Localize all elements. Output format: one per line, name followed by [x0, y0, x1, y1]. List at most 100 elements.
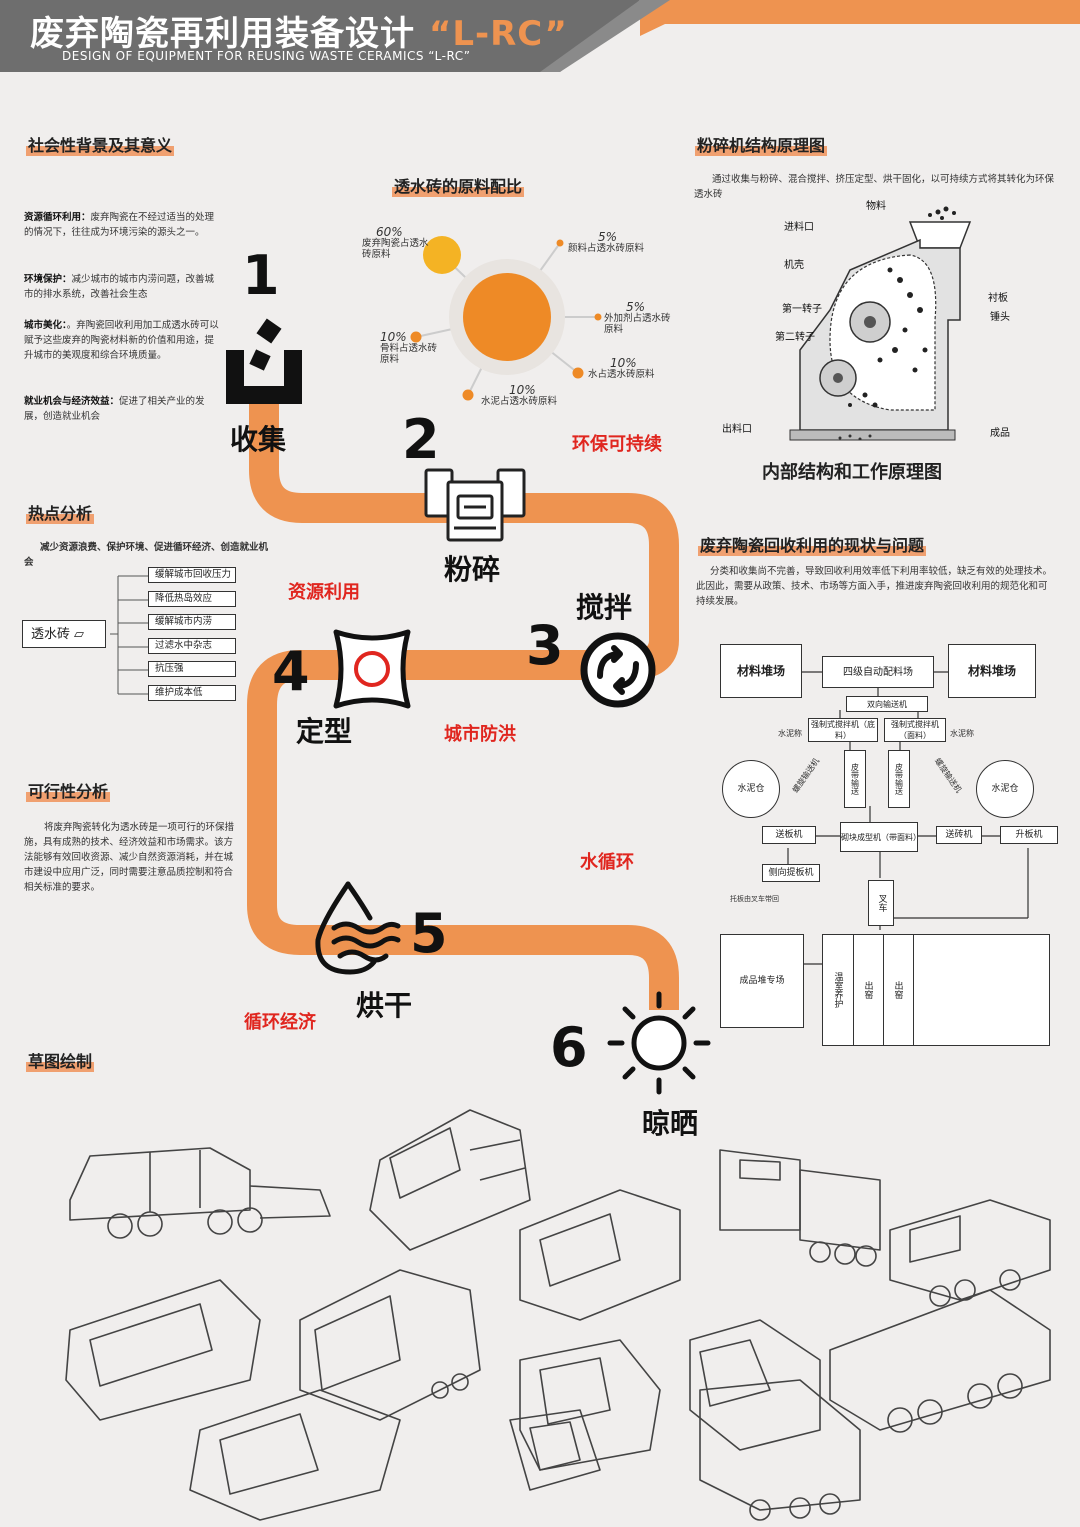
step-1-label: 收集	[230, 423, 287, 456]
flow-scale-left: 水泥称	[778, 729, 802, 738]
step-2-label: 粉碎	[444, 553, 501, 586]
step-1-number: 1	[242, 244, 280, 307]
header-banner	[0, 0, 1080, 72]
page-subtitle: DESIGN OF EQUIPMENT FOR REUSING WASTE CE…	[62, 49, 471, 63]
flow-belt-b: 皮带输送	[888, 750, 910, 808]
social-item-3: 城市美化：。弃陶瓷回收利用加工成透水砖可以赋予这些废弃的陶瓷材料新的价值和用途，…	[24, 320, 219, 361]
flow-belt-a: 皮带输送	[844, 750, 866, 808]
sketch-box-7	[189, 1389, 401, 1521]
sketch-title: 草图绘制	[26, 1048, 95, 1072]
flow-lifter: 升板机	[1000, 826, 1058, 844]
crusher-label-rotor2: 第二转子	[775, 332, 815, 343]
ratio-diagram	[410, 236, 602, 401]
sketch-box-5	[519, 1339, 661, 1471]
crusher-machine-icon	[424, 468, 526, 542]
ratio-ceramic-dot	[423, 236, 461, 274]
page-title-code: “L-RC”	[429, 14, 568, 54]
hotspot-item-4: 过滤水中杂志	[148, 638, 236, 654]
crusher-diagram	[789, 206, 972, 441]
step-4-number: 4	[272, 640, 310, 703]
social-item-4: 就业机会与经济效益：促进了相关产业的发展，创造就业机会	[24, 396, 205, 422]
water-drop-icon	[315, 881, 401, 975]
ratio-title: 透水砖的原料配比	[392, 173, 525, 197]
status-title: 废弃陶瓷回收利用的现状与问题	[698, 532, 927, 556]
flow-side-lift: 侧向提板机	[762, 864, 820, 882]
sun-icon	[607, 991, 711, 1095]
step-6-number: 6	[550, 1016, 588, 1079]
flow-batching: 四级自动配料场	[822, 656, 934, 688]
crusher-desc: 通过收集与粉碎、混合搅拌、挤压定型、烘干固化，以可持续方式将其转化为环保透水砖	[694, 174, 1055, 200]
sketch-box-3	[65, 1279, 261, 1421]
hotspot-item-3: 缓解城市内涝	[148, 614, 236, 630]
hotspot-desc: 减少资源浪费、保护环境、促进循环经济、创造就业机会	[24, 542, 269, 568]
crusher-label-hammer: 锤头	[990, 312, 1010, 323]
step-4-label: 定型	[296, 715, 353, 748]
crusher-caption: 内部结构和工作原理图	[762, 462, 942, 483]
flow-out-2: 出窑	[883, 935, 914, 1045]
flow-yard-right: 材料堆场	[948, 644, 1036, 698]
tag-circular: 循环经济	[244, 1012, 316, 1033]
step-5-label: 烘干	[356, 989, 413, 1022]
flow-mixer-b: 强制式搅拌机（面料）	[884, 718, 946, 742]
flow-curing: 温室养护	[823, 935, 854, 1045]
mold-icon	[333, 629, 411, 709]
crusher-title: 粉碎机结构原理图	[695, 132, 828, 156]
flow-forklift: 叉车	[868, 880, 894, 926]
sketch-capsule-1	[369, 1109, 531, 1251]
step-5-number: 5	[410, 902, 448, 965]
hotspot-tree-lines	[110, 575, 148, 695]
step-2-number: 2	[402, 408, 440, 471]
crusher-label-product: 成品	[990, 428, 1010, 439]
sketch-capsule-2	[519, 1189, 681, 1321]
social-title: 社会性背景及其意义	[26, 132, 175, 156]
feasibility-text: 将废弃陶瓷转化为透水砖是一项可行的环保措施，具有成熟的技术、经济效益和市场需求。…	[24, 822, 235, 893]
flow-molder: 砌块成型机（带面料）	[840, 822, 921, 852]
crusher-label-material: 物料	[866, 201, 886, 212]
step-3-label: 搅拌	[576, 591, 633, 624]
page-title-cn: 废弃陶瓷再利用装备设计	[30, 14, 415, 54]
social-item-2: 环境保护：减少城市的城市内涝问题，改善城市的排水系统，改善社会生态	[24, 274, 215, 300]
flow-curing-area: 温室养护 出窑 出窑	[822, 934, 1050, 1046]
sketch-box-6	[689, 1319, 821, 1451]
flow-silo-right: 水泥仓	[976, 760, 1034, 818]
page-title: 废弃陶瓷再利用装备设计 “L-RC”	[30, 6, 568, 55]
flow-feeder-left: 送板机	[762, 826, 816, 844]
status-text: 分类和收集尚不完善，导致回收利用效率低下利用率较低，缺乏有效的处理技术。此因此，…	[696, 566, 1053, 607]
step-6-label: 晾晒	[642, 1107, 699, 1140]
sketch-box-4	[299, 1269, 481, 1421]
mix-icon	[580, 632, 656, 708]
brick-icon: ▱	[74, 627, 85, 642]
crusher-label-outlet: 出料口	[722, 424, 752, 435]
sketch-drawings	[65, 1109, 1051, 1521]
hotspot-item-2: 降低热岛效应	[148, 591, 236, 607]
flow-mixer-a: 强制式搅拌机（底料）	[808, 718, 878, 742]
flow-yard-left: 材料堆场	[720, 644, 802, 698]
sketch-box-9	[699, 1379, 861, 1521]
flow-product-yard: 成品堆专场	[720, 934, 804, 1028]
tag-water-cycle: 水循环	[580, 852, 634, 873]
ratio-item-cement: 10%水泥占透水砖原料	[481, 383, 558, 407]
tag-resource: 资源利用	[288, 582, 360, 603]
sketch-box-8	[509, 1409, 601, 1491]
tag-eco: 环保可持续	[572, 434, 662, 455]
step-3-number: 3	[526, 614, 564, 677]
crusher-label-shell: 机壳	[784, 260, 804, 271]
tag-flood: 城市防洪	[444, 724, 516, 745]
crusher-label-inlet: 进料口	[784, 222, 814, 233]
ratio-item-ceramic: 60%废弃陶瓷占透水砖原料	[362, 225, 429, 260]
crusher-label-liner: 衬板	[988, 293, 1008, 304]
hotspot-item-1: 缓解城市回收压力	[148, 567, 236, 583]
sketch-train-1	[889, 1199, 1051, 1307]
flow-conveyor: 双向输送机	[846, 696, 928, 712]
ratio-item-pigment: 5%颜料占透水砖原料	[568, 230, 645, 254]
sketch-truck-1	[69, 1147, 331, 1239]
crusher-label-rotor1: 第一转子	[782, 304, 822, 315]
social-item-1: 资源循环利用：废弃陶瓷在不经过适当的处理的情况下，往往成为环境污染的源头之一。	[24, 212, 215, 238]
flow-forklift-note: 托板由叉车带回	[730, 895, 779, 903]
feasibility-title: 可行性分析	[26, 778, 111, 802]
sketch-train-2	[829, 1289, 1051, 1433]
hotspot-root: 透水砖▱	[22, 620, 106, 648]
hotspot-title: 热点分析	[26, 500, 95, 524]
collect-icon	[226, 318, 302, 404]
ratio-center-circle	[463, 273, 551, 361]
